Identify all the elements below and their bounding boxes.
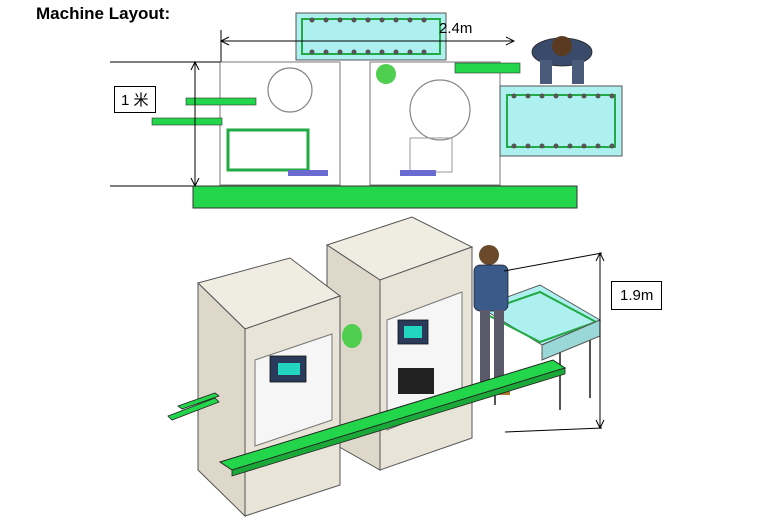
iso-feeder-bars (167, 392, 220, 421)
top-left-inner-rail (226, 128, 310, 172)
iso-height-dimension (503, 251, 605, 433)
top-feeder-bar-1 (185, 97, 257, 106)
top-left-motor (288, 170, 328, 176)
top-feeder-bar-2 (151, 117, 223, 126)
top-transfer-bar (454, 62, 521, 74)
top-right-motor (400, 170, 436, 176)
height-dimension-label: 1.9m (611, 281, 663, 310)
top-view (110, 12, 623, 209)
iso-cabinet-left (197, 257, 342, 518)
operator-iso (473, 245, 510, 395)
width-dimension-label: 2.4m (439, 20, 473, 37)
isometric-view (167, 216, 605, 518)
top-machine-left (219, 61, 341, 186)
top-right-bowl (376, 64, 396, 84)
top-right-rotary-table (409, 79, 471, 141)
operator-top-view (531, 36, 593, 84)
diagram-title: Machine Layout: (36, 4, 171, 23)
top-output-tray (499, 85, 623, 157)
top-left-rotary-table (267, 67, 313, 113)
iso-main-conveyor (218, 359, 567, 477)
top-base-conveyor (192, 185, 578, 209)
top-dimension-lines (110, 30, 516, 188)
depth-dimension-label: 1 米 (114, 86, 156, 113)
top-feed-tray (295, 12, 447, 61)
